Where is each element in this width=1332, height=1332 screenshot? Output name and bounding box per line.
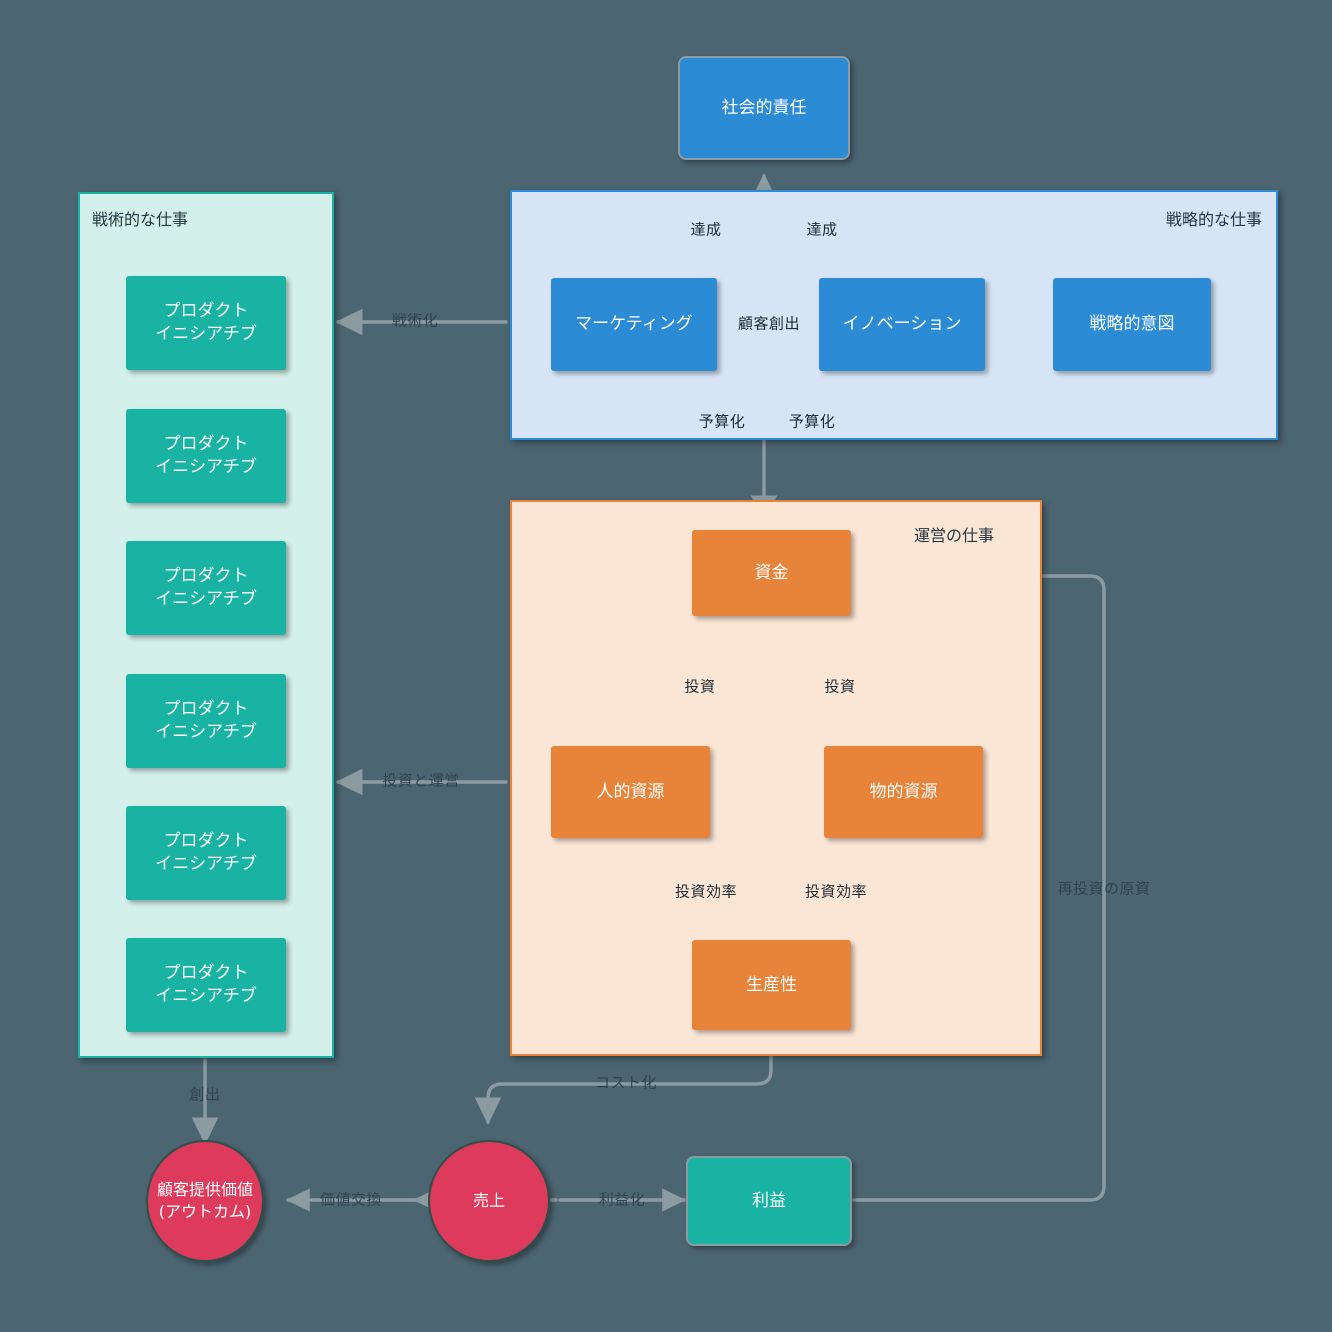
- tactical-item-6-line2: イニシアチブ: [155, 986, 257, 1006]
- node-human-resources[interactable]: 人的資源: [551, 746, 710, 838]
- node-profit[interactable]: 利益: [686, 1156, 852, 1246]
- tactical-item-3[interactable]: プロダクトイニシアチブ: [126, 541, 286, 635]
- panel-operational-work-label: 運営の仕事: [913, 526, 994, 545]
- node-physical-resources[interactable]: 物的資源: [824, 746, 983, 838]
- node-physical-resources-label: 物的資源: [869, 781, 938, 802]
- tactical-item-5[interactable]: プロダクトイニシアチブ: [126, 806, 286, 900]
- tactical-item-2-line2: イニシアチブ: [155, 457, 257, 477]
- node-human-resources-label: 人的資源: [596, 781, 665, 802]
- edge-label-achieve-left: 達成: [690, 220, 722, 239]
- node-profit-label: 利益: [752, 1190, 786, 1211]
- edge-label-profitization: 利益化: [598, 1190, 646, 1209]
- node-innovation-label: イノベーション: [842, 314, 962, 335]
- edge-label-budget-left: 予算化: [698, 412, 746, 431]
- tactical-item-5-line1: プロダクト: [163, 831, 249, 852]
- tactical-item-3-line2: イニシアチブ: [155, 589, 257, 609]
- edge-label-invest-right: 投資: [824, 677, 856, 696]
- node-social-responsibility[interactable]: 社会的責任: [678, 56, 850, 160]
- edge-label-invest-efficiency-left: 投資効率: [674, 882, 738, 901]
- node-marketing-label: マーケティング: [575, 314, 693, 335]
- edge-label-budget-right: 予算化: [788, 412, 836, 431]
- tactical-item-3-line1: プロダクト: [163, 566, 249, 587]
- node-productivity-label: 生産性: [746, 974, 797, 995]
- tactical-item-4-line2: イニシアチブ: [155, 722, 257, 742]
- edge-label-costing: コスト化: [594, 1073, 658, 1092]
- node-strategic-intent[interactable]: 戦略的意図: [1053, 278, 1211, 371]
- node-funds-label: 資金: [754, 562, 789, 583]
- edge-label-creation: 創出: [189, 1085, 221, 1104]
- tactical-item-1[interactable]: プロダクトイニシアチブ: [126, 276, 286, 370]
- node-customer-value-line1: 顧客提供価値: [156, 1180, 253, 1200]
- edge-label-value-exchange: 価値交換: [319, 1190, 383, 1209]
- edge-label-invest-efficiency-right: 投資効率: [804, 882, 868, 901]
- node-social-responsibility-label: 社会的責任: [721, 97, 807, 118]
- node-revenue-label: 売上: [472, 1191, 505, 1211]
- node-marketing[interactable]: マーケティング: [551, 278, 717, 371]
- tactical-item-6-line1: プロダクト: [163, 963, 249, 984]
- node-customer-value[interactable]: 顧客提供価値 (アウトカム): [146, 1140, 264, 1262]
- tactical-item-2-line1: プロダクト: [163, 434, 249, 455]
- edge-label-invest-operate: 投資と運営: [382, 771, 460, 790]
- edge-label-achieve-right: 達成: [806, 220, 838, 239]
- panel-tactical-work-label: 戦術的な仕事: [92, 210, 189, 229]
- tactical-item-2[interactable]: プロダクトイニシアチブ: [126, 409, 286, 503]
- edge-label-invest-left: 投資: [684, 677, 716, 696]
- edge-label-reinvestment-source: 再投資の原資: [1057, 879, 1151, 898]
- tactical-item-1-line1: プロダクト: [163, 301, 249, 322]
- node-customer-value-line2: (アウトカム): [158, 1202, 252, 1221]
- node-strategic-intent-label: 戦略的意図: [1089, 314, 1175, 335]
- tactical-item-4-line1: プロダクト: [163, 699, 249, 720]
- node-revenue[interactable]: 売上: [428, 1140, 550, 1262]
- tactical-item-5-line2: イニシアチブ: [155, 854, 257, 874]
- tactical-item-1-line2: イニシアチブ: [155, 324, 257, 344]
- edge-label-customer-creation: 顧客創出: [737, 314, 801, 333]
- node-innovation[interactable]: イノベーション: [819, 278, 985, 371]
- node-productivity[interactable]: 生産性: [692, 940, 851, 1030]
- node-funds[interactable]: 資金: [692, 530, 851, 616]
- tactical-item-6[interactable]: プロダクトイニシアチブ: [126, 938, 286, 1032]
- edge-label-tacticalize: 戦術化: [391, 311, 439, 330]
- tactical-item-4[interactable]: プロダクトイニシアチブ: [126, 674, 286, 768]
- panel-strategic-work-label: 戦略的な仕事: [1165, 210, 1262, 229]
